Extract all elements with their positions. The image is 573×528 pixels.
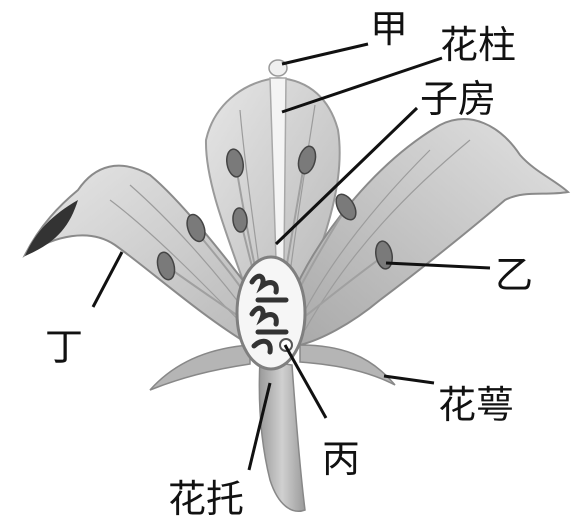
leader-sepal	[383, 374, 435, 385]
label-jia: 甲	[370, 7, 409, 51]
leader-bing	[283, 344, 328, 419]
label-yi: 乙	[495, 253, 534, 297]
label-ovary: 子房	[420, 77, 497, 121]
label-ding: 丁	[45, 325, 84, 369]
leader-jia	[281, 42, 369, 66]
leader-yi	[385, 261, 491, 270]
petal-right	[288, 118, 571, 347]
stem	[258, 359, 306, 512]
petal-left	[22, 164, 260, 347]
petal-back	[204, 76, 341, 301]
label-sepal: 花萼	[438, 383, 515, 427]
label-receptacle: 花托	[168, 477, 245, 521]
leader-ding	[91, 251, 124, 308]
label-style: 花柱	[440, 23, 517, 67]
leader-ovary	[274, 106, 419, 246]
sepal-left	[149, 344, 251, 391]
petal-left-dark-tip	[25, 200, 78, 256]
ovules	[249, 273, 289, 355]
leader-receptacle	[247, 382, 272, 471]
leader-lines	[91, 42, 491, 471]
sepal-right	[299, 344, 396, 386]
leader-style	[281, 56, 443, 114]
label-bing: 丙	[322, 437, 361, 481]
